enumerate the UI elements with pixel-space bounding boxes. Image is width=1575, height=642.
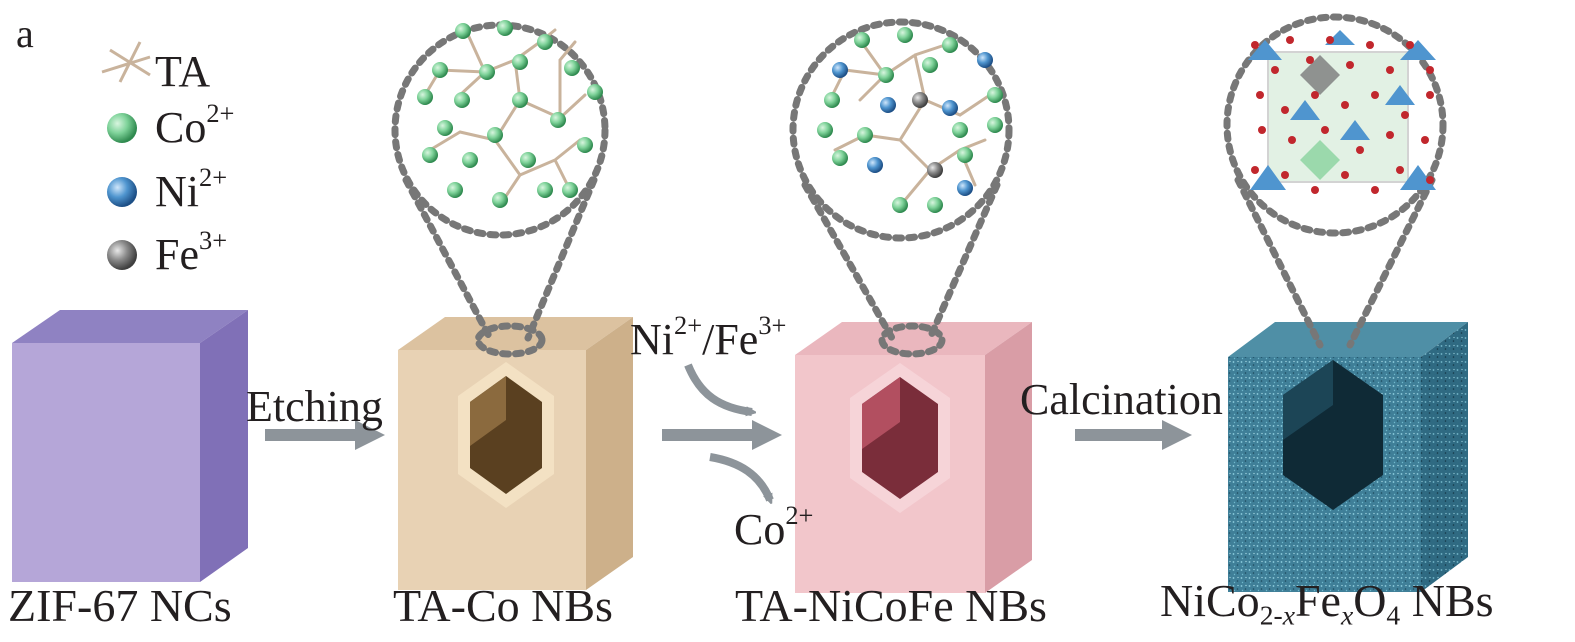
etching-label: Etching (246, 382, 383, 431)
ion-out-curved-arrow (709, 453, 774, 500)
zif67-cube (12, 310, 248, 582)
nico2-xfexo4-hollow-cube (1228, 322, 1468, 592)
product-label-ta-nicofe: TA-NiCoFe NBs (735, 580, 1047, 631)
calcination-label: Calcination (1020, 375, 1223, 424)
blue-sphere-icon (107, 177, 137, 207)
ta-linker-icon (101, 41, 151, 83)
panel-label: a (16, 11, 34, 56)
spinel-crystal-structure (1248, 30, 1436, 194)
gray-sphere-icon (107, 240, 137, 270)
legend-label-co: Co2+ (155, 98, 235, 152)
product-label-zif67: ZIF-67 NCs (8, 580, 232, 631)
product-label-nico2-xfexo4: NiCo2-xFexO4 NBs (1160, 575, 1494, 631)
ion-in-curved-arrow (684, 363, 752, 412)
etching-arrow (265, 420, 385, 450)
exchange-arrow (662, 420, 782, 450)
green-sphere-icon (107, 113, 137, 143)
ta-co-hollow-cube (398, 317, 633, 590)
ta-co-network (417, 20, 603, 208)
ta-nicofe-network (817, 27, 1003, 213)
ion-in-label: Ni2+/Fe3+ (630, 310, 787, 364)
legend-label-ta: TA (155, 47, 211, 96)
ta-nicofe-hollow-cube (795, 322, 1032, 593)
process-arrows (265, 363, 1192, 500)
product-label-ta-co: TA-Co NBs (393, 580, 613, 631)
ion-out-label: Co2+ (734, 500, 814, 554)
calcination-arrow (1075, 420, 1192, 450)
legend-label-fe: Fe3+ (155, 225, 228, 279)
legend-label-ni: Ni2+ (155, 162, 228, 216)
legend-symbols (101, 41, 151, 270)
